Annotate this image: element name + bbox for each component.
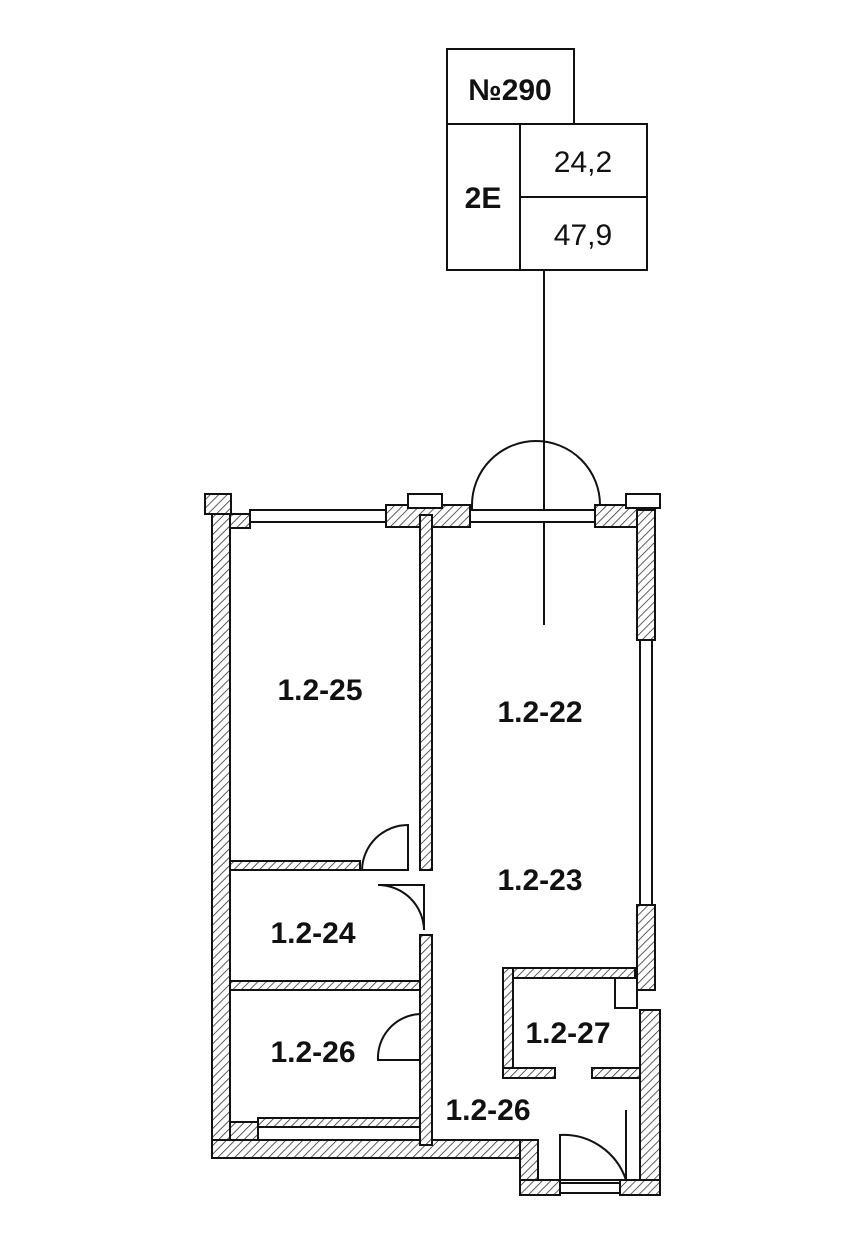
room-label: 1.2-26	[270, 1036, 355, 1069]
living-area-cell	[519, 123, 648, 198]
door-room-26	[376, 1012, 421, 1061]
interior-doors	[360, 823, 628, 1181]
door-room-25	[360, 823, 409, 871]
type-cell	[446, 123, 521, 271]
outer-walls	[204, 493, 661, 1196]
room-label: 1.2-25	[277, 674, 362, 707]
room-label: 1.2-26	[445, 1094, 530, 1127]
door-room-24	[377, 884, 425, 931]
room-labels: 1.2-25 1.2-22 1.2-23 1.2-24 1.2-26 1.2-2…	[270, 674, 610, 1127]
entrance-door	[559, 1133, 628, 1181]
room-label: 1.2-27	[525, 1017, 610, 1050]
room-label: 1.2-24	[270, 917, 355, 950]
total-area-cell	[519, 196, 648, 271]
balcony-door	[471, 440, 601, 520]
apartment-number: №290	[468, 74, 552, 107]
total-area-value: 47,9	[554, 219, 612, 252]
apartment-info-box: №290 2E 24,2 47,9	[446, 48, 648, 271]
apartment-type: 2E	[465, 182, 502, 215]
interior-walls	[229, 514, 641, 1146]
room-label: 1.2-23	[497, 864, 582, 897]
living-area-value: 24,2	[554, 146, 612, 179]
room-label: 1.2-22	[497, 696, 582, 729]
number-cell	[446, 48, 575, 125]
